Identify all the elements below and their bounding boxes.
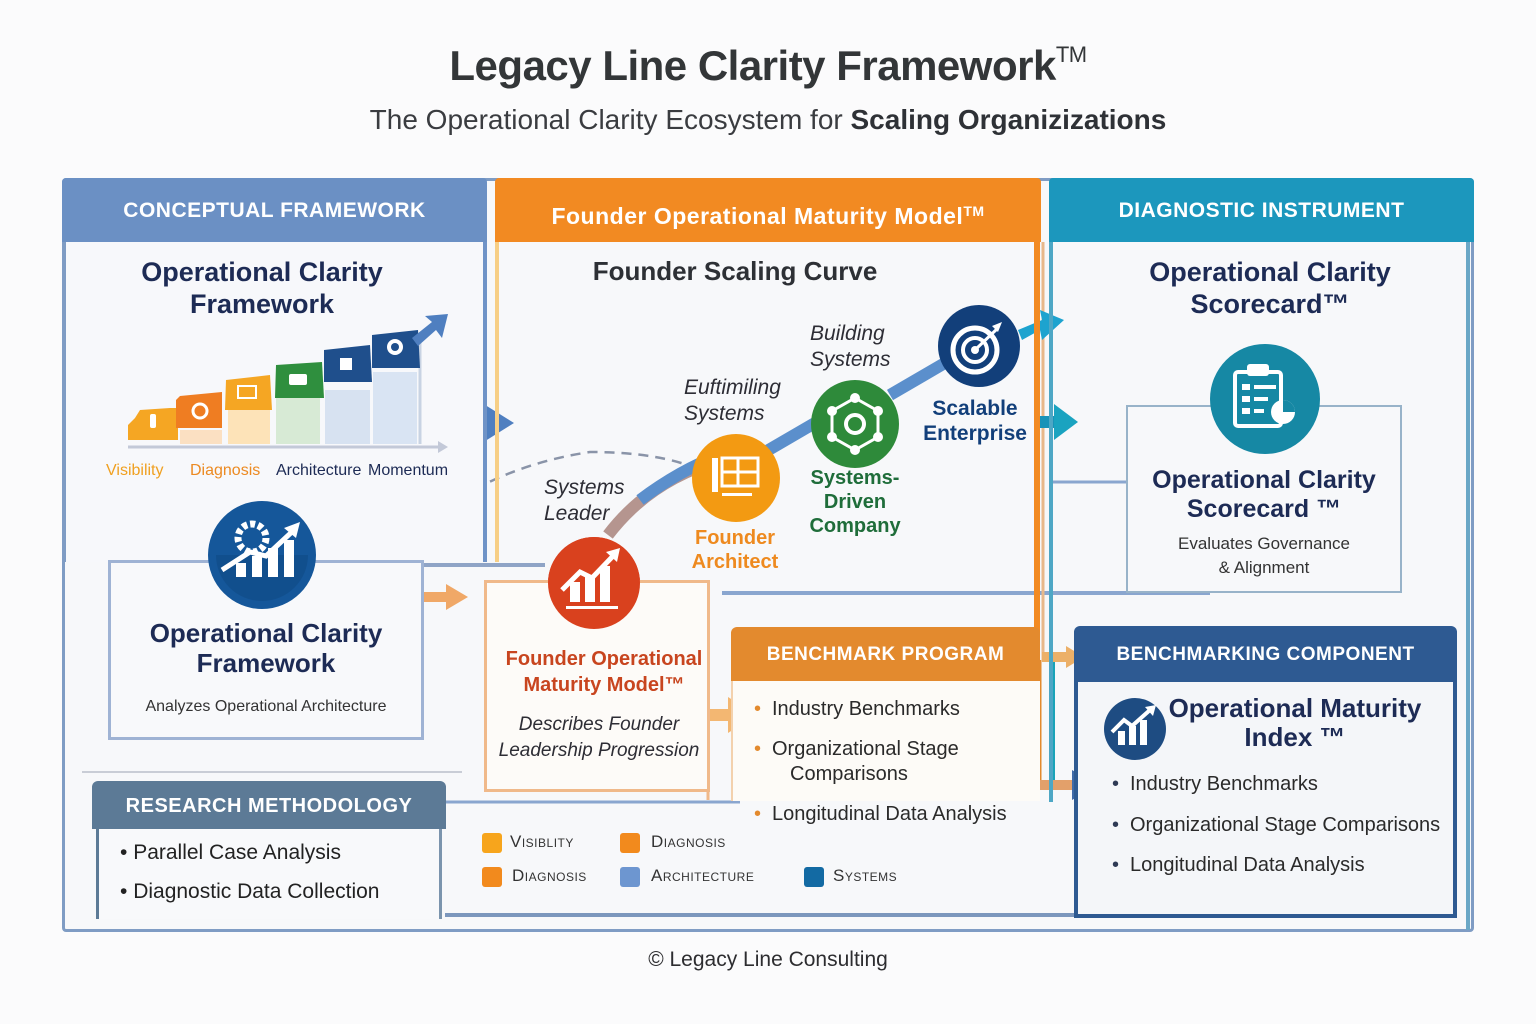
- stair-step-scale: [372, 330, 420, 368]
- benchmark-program-item: Industry Benchmarks: [754, 697, 960, 722]
- pencil-icon: [150, 414, 156, 428]
- benchmark-program-item-continuation: Comparisons: [790, 763, 908, 785]
- fomm-box-title: Founder Operational Maturity Model™: [505, 648, 703, 696]
- founder-scaling-curve-title: Founder Scaling Curve: [592, 256, 878, 286]
- legend-item: Architecture: [620, 866, 754, 887]
- legend-item: Visiblity: [482, 832, 574, 853]
- diagnostic-instrument-header: DIAGNOSTIC INSTRUMENT: [1049, 178, 1474, 242]
- footer-copyright: © Legacy Line Consulting: [648, 948, 888, 971]
- stage-label-systems-leader: Systems Leader: [544, 476, 625, 525]
- ocf-box-description: Analyzes Operational Architecture: [145, 698, 387, 715]
- research-item: • Diagnostic Data Collection: [120, 880, 380, 903]
- stair-label-architecture: Architecture: [276, 462, 362, 479]
- legend-swatch: [482, 833, 502, 853]
- blueprint-icon: [237, 385, 257, 399]
- benchmarking-item: Longitudinal Data Analysis: [1112, 854, 1365, 877]
- legend-item: Diagnosis: [620, 832, 726, 853]
- stair-step-visibility: [128, 408, 178, 440]
- legend-swatch: [620, 867, 640, 887]
- conceptual-framework-header: CONCEPTUAL FRAMEWORK: [62, 178, 487, 242]
- research-methodology-header: RESEARCH METHODOLOGY: [92, 781, 446, 829]
- growth-chart-icon: [548, 537, 640, 629]
- stair-pillar: [373, 372, 417, 444]
- fomm-box-description: Describes Founder Leadership Progression: [498, 714, 700, 761]
- stair-label-visibility: Visibility: [106, 462, 164, 479]
- research-item: • Parallel Case Analysis: [120, 841, 341, 864]
- stair-label-diagnosis: Diagnosis: [190, 462, 261, 479]
- scorecard-box-title: Operational Clarity Scorecard ™: [1152, 466, 1376, 523]
- team-icon: [340, 358, 352, 370]
- legend-swatch: [482, 867, 502, 887]
- maturity-index-title: Operational Maturity Index ™: [1168, 693, 1422, 752]
- scorecard-box-description: Evaluates Governance & Alignment: [1178, 534, 1350, 577]
- maturity-model-header: Founder Operational Maturity ModelTM: [495, 178, 1041, 242]
- legend-item: Diagnosis: [482, 866, 587, 887]
- ocf-box-title: Operational Clarity Framework: [149, 618, 383, 678]
- benchmarking-item: Industry Benchmarks: [1112, 773, 1318, 796]
- stair-pillar: [180, 430, 222, 444]
- benchmark-program-item: Organizational Stage: [754, 737, 959, 762]
- page-subtitle: The Operational Clarity Ecosystem for Sc…: [369, 104, 1167, 135]
- node-label-founder-architect: Founder Architect: [691, 527, 779, 573]
- stair-pillar: [228, 410, 270, 444]
- node-label-scalable-enterprise: Scalable Enterprise: [923, 397, 1027, 445]
- benchmark-program-header: BENCHMARK PROGRAM: [731, 627, 1040, 681]
- diagnostic-panel-border: [1049, 242, 1053, 802]
- benchmarking-component-header: BENCHMARKING COMPONENT: [1074, 626, 1457, 682]
- blueprint-computer-icon: [692, 434, 780, 522]
- network-icon: [811, 380, 899, 468]
- legend-swatch: [804, 867, 824, 887]
- research-methodology-panel: [96, 829, 442, 919]
- maturity-panel-border: [1034, 242, 1040, 642]
- stair-step-architecture: [225, 375, 272, 410]
- devices-icon: [289, 374, 307, 385]
- trademark-mark: TM: [1055, 42, 1087, 67]
- growth-chart-icon: [1104, 698, 1166, 760]
- scorecard-title: Operational Clarity Scorecard™: [1149, 257, 1391, 319]
- stair-pillar: [325, 390, 370, 444]
- curve-segment: [756, 414, 824, 461]
- stage-label-building-systems: Building Systems: [810, 322, 891, 371]
- maturity-panel-border: [495, 242, 499, 562]
- clipboard-chart-icon: [1210, 344, 1320, 454]
- node-label-systems-driven-company: Systems- Driven Company: [809, 467, 901, 537]
- stair-step-diagnosis: [176, 392, 222, 428]
- benchmark-program-item: Longitudinal Data Analysis: [754, 802, 1007, 827]
- page-title: Legacy Line Clarity FrameworkTM: [449, 42, 1087, 89]
- curve-segment: [886, 354, 954, 401]
- stair-label-momentum: Momentum: [368, 462, 449, 479]
- legend-item: Systems: [804, 866, 897, 887]
- stage-label-euftimiling-systems: Euftimiling Systems: [684, 376, 781, 425]
- diagnostic-panel-border: [1466, 242, 1470, 930]
- arrow-right-icon: [422, 584, 468, 610]
- gear-growth-icon: [208, 501, 316, 609]
- growth-arrow-icon: [412, 314, 448, 346]
- conceptual-framework-title: Operational Clarity Framework: [141, 257, 383, 319]
- gear-icon: [191, 402, 209, 420]
- stair-step-systems: [324, 345, 372, 382]
- stair-step-momentum: [275, 362, 324, 398]
- benchmarking-item: Organizational Stage Comparisons: [1112, 814, 1440, 837]
- legend-swatch: [620, 833, 640, 853]
- target-icon: [938, 305, 1020, 387]
